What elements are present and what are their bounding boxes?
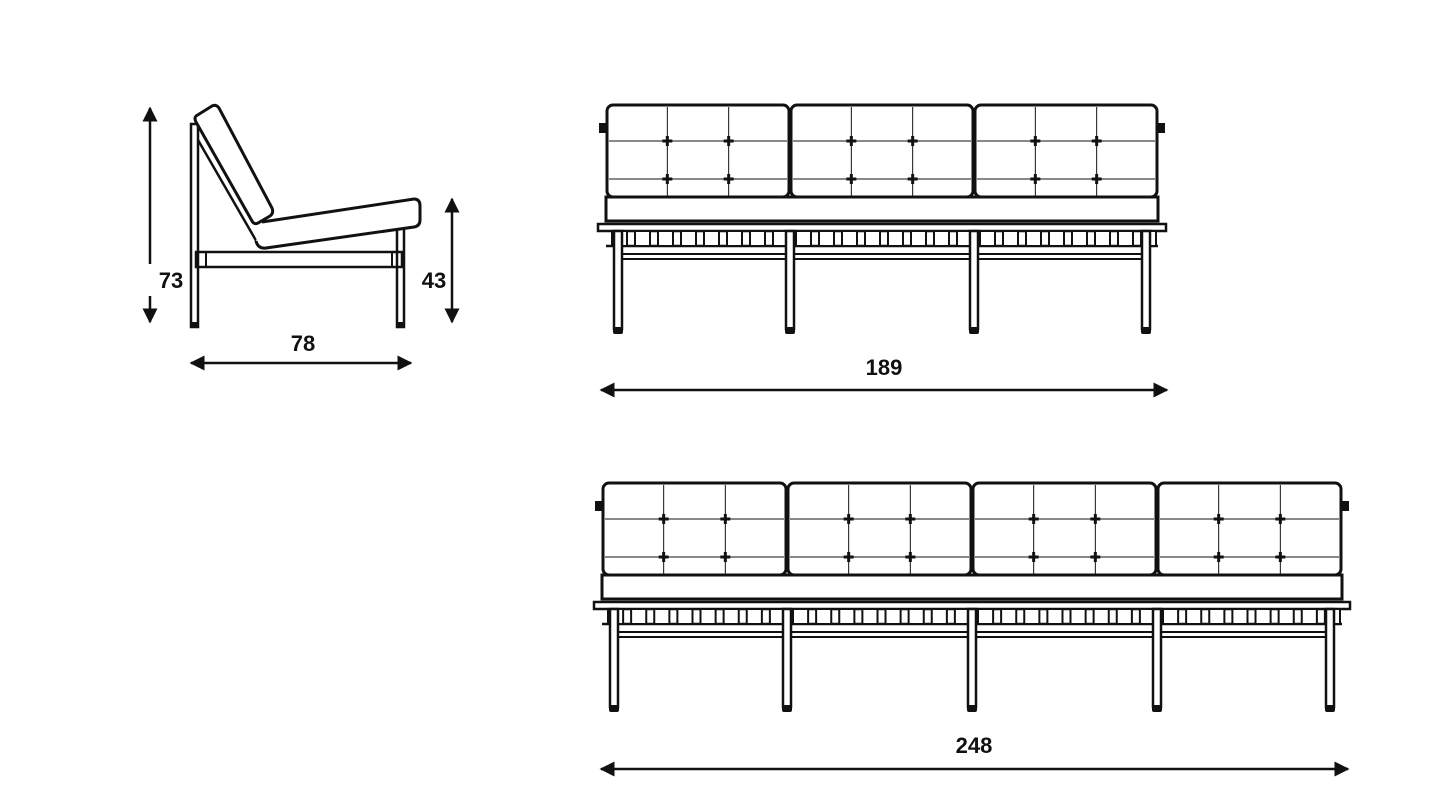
webbing-strap — [1048, 230, 1065, 247]
back-cushion — [601, 481, 788, 577]
side-bracket — [1342, 501, 1349, 511]
webbing-strap — [977, 608, 995, 625]
webbing-strap — [792, 608, 810, 625]
webbing-strap — [726, 230, 743, 247]
back-cushion — [605, 103, 791, 199]
webbing-strap — [676, 608, 694, 625]
webbing-strap — [841, 230, 858, 247]
foot — [609, 705, 619, 712]
webbing-strap — [745, 608, 763, 625]
webbing-strap — [657, 230, 674, 247]
webbing-strap — [699, 608, 717, 625]
four-seater-front-view — [592, 481, 1352, 712]
leg — [784, 229, 796, 331]
foot — [785, 327, 795, 334]
webbing-strap — [884, 608, 902, 625]
webbing-strap — [703, 230, 720, 247]
webbing-strap — [1046, 608, 1064, 625]
webbing-strap — [1071, 230, 1088, 247]
webbing-strap — [749, 230, 766, 247]
webbing-strap — [861, 608, 879, 625]
back-cushion — [789, 103, 975, 199]
webbing-strap — [979, 230, 996, 247]
leg — [966, 607, 978, 709]
back-cushion — [1156, 481, 1343, 577]
webbing-strap — [795, 230, 812, 247]
foot — [969, 327, 979, 334]
webbing-strap — [910, 230, 927, 247]
webbing-strap — [634, 230, 651, 247]
side-bracket — [1158, 123, 1165, 133]
leg — [608, 607, 620, 709]
back-cushion — [973, 103, 1159, 199]
depth-dimension-label: 78 — [291, 331, 315, 356]
leg — [1324, 607, 1336, 709]
side-bracket — [599, 123, 606, 133]
webbing-strap — [722, 608, 740, 625]
webbing-strap — [838, 608, 856, 625]
foot — [782, 705, 792, 712]
webbing-strap — [1117, 230, 1134, 247]
lower-stretcher — [613, 253, 1151, 260]
foot — [1325, 705, 1335, 712]
webbing-strap — [1023, 608, 1041, 625]
four-seater-width-label: 248 — [956, 733, 993, 758]
webbing-strap — [1000, 608, 1018, 625]
three-seater-width-label: 189 — [866, 355, 903, 380]
back-cushion — [786, 481, 973, 577]
webbing-strap — [653, 608, 671, 625]
webbing-strap — [1162, 608, 1180, 625]
webbing-strap — [1092, 608, 1110, 625]
foot — [1141, 327, 1151, 334]
height-dimension-label: 73 — [159, 268, 183, 293]
webbing-strap — [1025, 230, 1042, 247]
webbing-strap — [1277, 608, 1295, 625]
foot — [1152, 705, 1162, 712]
webbing-strap — [887, 230, 904, 247]
leg — [1151, 607, 1163, 709]
webbing-strap — [933, 230, 950, 247]
foot — [967, 705, 977, 712]
webbing-strap — [1002, 230, 1019, 247]
seat-cushion — [600, 573, 1344, 601]
webbing-strap — [907, 608, 925, 625]
webbing-strap — [680, 230, 697, 247]
webbing-strap — [1208, 608, 1226, 625]
leg — [968, 229, 980, 331]
foot — [613, 327, 623, 334]
side-view-chair — [189, 103, 422, 329]
webbing-strap — [1069, 608, 1087, 625]
leg — [781, 607, 793, 709]
leg — [1140, 229, 1152, 331]
webbing-strap — [864, 230, 881, 247]
webbing-strap — [630, 608, 648, 625]
webbing-strap — [1231, 608, 1249, 625]
webbing-strap — [1254, 608, 1272, 625]
frame-rail — [596, 222, 1168, 233]
back-cushion — [971, 481, 1158, 577]
webbing-strap — [1300, 608, 1318, 625]
seat-height-dimension-label: 43 — [422, 268, 446, 293]
three-seater-front-view — [596, 103, 1168, 334]
webbing-strap — [815, 608, 833, 625]
webbing-strap — [1094, 230, 1111, 247]
webbing-strap — [930, 608, 948, 625]
webbing-strap — [818, 230, 835, 247]
seat-cushion — [604, 195, 1160, 223]
webbing-strap — [1185, 608, 1203, 625]
side-bracket — [595, 501, 602, 511]
webbing-strap — [1115, 608, 1133, 625]
leg — [612, 229, 624, 331]
